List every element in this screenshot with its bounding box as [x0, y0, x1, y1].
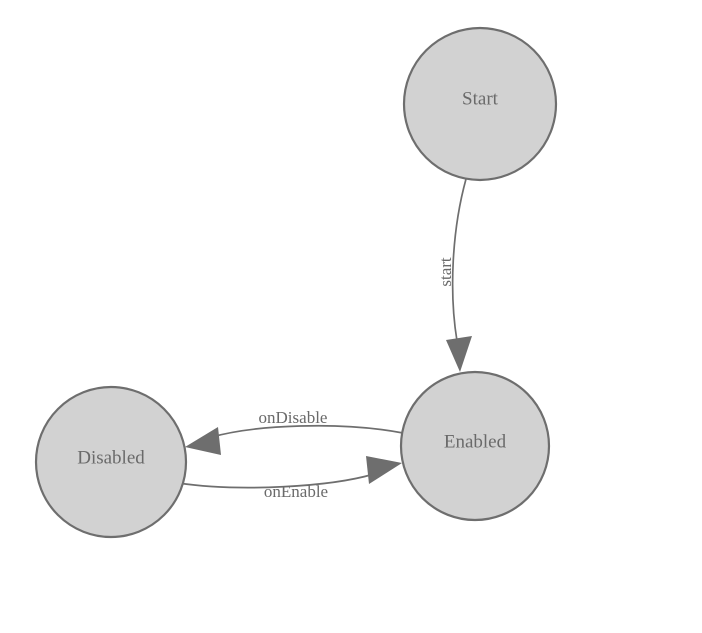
- node-start[interactable]: Start: [402, 26, 558, 182]
- edge-start-to-enabled-line: [451, 178, 467, 342]
- edge-disabled-to-enabled[interactable]: onEnable: [177, 456, 402, 501]
- edge-disabled-to-enabled-arrowhead: [366, 456, 402, 484]
- edge-enabled-to-disabled-line: [211, 424, 404, 438]
- edge-enabled-to-disabled[interactable]: onDisable: [185, 408, 404, 455]
- node-start-circle: [402, 26, 558, 182]
- node-enabled-circle: [399, 370, 551, 522]
- edge-disabled-to-enabled-line: [177, 473, 375, 489]
- edge-label-start: start: [436, 257, 455, 287]
- node-start-label: Start: [462, 88, 499, 109]
- edge-enabled-to-disabled-arrowhead: [185, 427, 221, 455]
- node-enabled[interactable]: Enabled: [399, 370, 551, 522]
- edge-label-onDisable: onDisable: [259, 408, 328, 427]
- node-disabled-circle: [34, 385, 188, 539]
- edge-start-to-enabled[interactable]: start: [436, 178, 472, 372]
- node-disabled-label: Disabled: [77, 447, 145, 468]
- edge-label-onEnable: onEnable: [264, 482, 328, 501]
- node-disabled[interactable]: Disabled: [34, 385, 188, 539]
- edge-start-to-enabled-arrowhead: [446, 336, 472, 372]
- node-enabled-label: Enabled: [444, 431, 507, 452]
